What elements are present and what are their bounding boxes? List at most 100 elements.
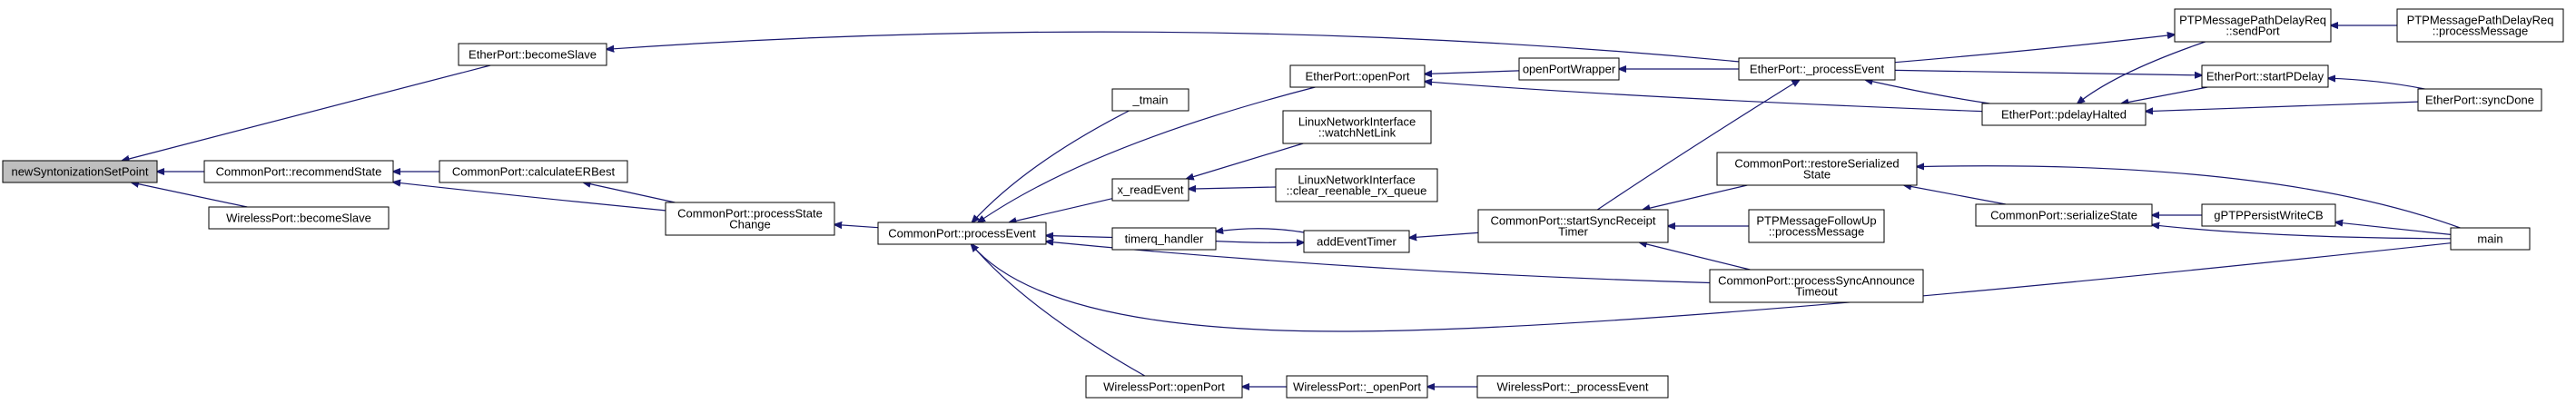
node-box[interactable] (2, 160, 158, 183)
node-PTPMessageFollowUp_processMessage[interactable]: PTPMessageFollowUp::processMessage (1748, 209, 1885, 243)
node-box[interactable] (665, 202, 835, 236)
node-LinuxNetworkInterface_clear_reenable_rx_queue[interactable]: LinuxNetworkInterface::clear_reenable_rx… (1275, 168, 1438, 202)
node-label: addEventTimer (1317, 235, 1397, 249)
node-label: CommonPort::recommendState (216, 165, 382, 179)
node-main[interactable]: main (2450, 227, 2531, 251)
node-box[interactable] (1709, 269, 1924, 303)
node-box[interactable] (1748, 209, 1885, 243)
node-box[interactable] (2201, 203, 2336, 227)
node-PTPMessagePathDelayReq_processMessage[interactable]: PTPMessagePathDelayReq::processMessage (2396, 8, 2564, 43)
node-box[interactable] (1111, 227, 1217, 251)
node-box[interactable] (1738, 57, 1896, 81)
node-box[interactable] (1286, 375, 1428, 399)
edge-addEventTimer-to-timerq_handler (1216, 229, 1305, 232)
node-EtherPort_startPDelay[interactable]: EtherPort::startPDelay (2201, 64, 2329, 88)
edge-EtherPort_pdelayHalted-to-EtherPort__processEvent (1865, 80, 1990, 104)
node-box[interactable] (208, 206, 390, 230)
node-label: PTPMessageFollowUp (1756, 214, 1876, 228)
node-box[interactable] (1518, 57, 1620, 81)
node-label: EtherPort::openPort (1306, 70, 1410, 84)
node-box[interactable] (1111, 88, 1189, 112)
node-box[interactable] (2417, 88, 2542, 112)
node-box[interactable] (458, 43, 607, 66)
node-box[interactable] (203, 160, 394, 183)
node-label: EtherPort::startPDelay (2206, 70, 2324, 84)
node-box[interactable] (1476, 375, 1669, 399)
node-label: CommonPort::calculateERBest (452, 165, 616, 179)
node-x_readEvent[interactable]: x_readEvent (1111, 178, 1189, 202)
node-label: PTPMessagePathDelayReq (2179, 14, 2326, 27)
node-WirelessPort_becomeSlave[interactable]: WirelessPort::becomeSlave (208, 206, 390, 230)
node-label: PTPMessagePathDelayReq (2407, 14, 2554, 27)
node-label: EtherPort::syncDone (2425, 94, 2534, 107)
node-label: CommonPort::restoreSerialized (1734, 157, 1899, 171)
node-_tmain[interactable]: _tmain (1111, 88, 1189, 112)
node-box[interactable] (1111, 178, 1189, 202)
edge-LinuxNetworkInterface_clear_reenable_rx_queue-to-x_readEvent (1189, 187, 1277, 189)
node-box[interactable] (877, 222, 1047, 245)
node-timerq_handler[interactable]: timerq_handler (1111, 227, 1217, 251)
node-WirelessPort__processEvent[interactable]: WirelessPort::_processEvent (1476, 375, 1669, 399)
node-EtherPort_openPort[interactable]: EtherPort::openPort (1289, 64, 1426, 88)
node-label: ::watchNetLink (1318, 126, 1397, 140)
node-box[interactable] (1975, 203, 2153, 227)
node-label: WirelessPort::becomeSlave (226, 212, 371, 225)
edge-timerq_handler-to-addEventTimer (1215, 241, 1304, 243)
node-box[interactable] (1981, 103, 2147, 126)
edge-CommonPort_processStateChange-to-CommonPort_calculateERBest (584, 182, 676, 203)
node-label: Timer (1558, 225, 1588, 239)
node-box[interactable] (1275, 168, 1438, 202)
node-label: ::clear_reenable_rx_queue (1287, 184, 1427, 198)
node-WirelessPort_openPort[interactable]: WirelessPort::openPort (1085, 375, 1243, 399)
node-LinuxNetworkInterface_watchNetLink[interactable]: LinuxNetworkInterface::watchNetLink (1282, 110, 1432, 144)
edge-WirelessPort_openPort-to-CommonPort_processEvent (972, 244, 1146, 377)
node-box[interactable] (2450, 227, 2531, 251)
edge-EtherPort__processEvent-to-PTPMessagePathDelayReq_sendPort (1894, 34, 2175, 64)
node-label: ::processMessage (2433, 25, 2529, 38)
node-box[interactable] (1477, 209, 1669, 243)
node-CommonPort_serializeState[interactable]: CommonPort::serializeState (1975, 203, 2153, 227)
node-EtherPort_pdelayHalted[interactable]: EtherPort::pdelayHalted (1981, 103, 2147, 126)
node-label: WirelessPort::_openPort (1293, 380, 1421, 394)
node-CommonPort_calculateERBest[interactable]: CommonPort::calculateERBest (439, 160, 628, 183)
node-box[interactable] (1716, 152, 1918, 186)
node-CommonPort_processEvent[interactable]: CommonPort::processEvent (877, 222, 1047, 245)
edge-CommonPort_processEvent-to-CommonPort_processStateChange (834, 224, 879, 227)
node-box[interactable] (2201, 64, 2329, 88)
edge-main-to-gPTPPersistWriteCB (2335, 222, 2452, 235)
node-newSyntonizationSetPoint[interactable]: newSyntonizationSetPoint (2, 160, 158, 183)
node-PTPMessagePathDelayReq_sendPort[interactable]: PTPMessagePathDelayReq::sendPort (2174, 8, 2332, 43)
node-EtherPort_becomeSlave[interactable]: EtherPort::becomeSlave (458, 43, 607, 66)
node-box[interactable] (2174, 8, 2332, 43)
edge-timerq_handler-to-CommonPort_processEvent (1046, 236, 1113, 238)
node-box[interactable] (2396, 8, 2564, 43)
edge-WirelessPort_becomeSlave-to-newSyntonizationSetPoint (132, 182, 248, 208)
node-box[interactable] (1282, 110, 1432, 144)
node-box[interactable] (1303, 230, 1410, 253)
node-label: timerq_handler (1125, 232, 1204, 246)
edge-CommonPort_restoreSerializedState-to-CommonPort_startSyncReceiptTimer (1643, 184, 1748, 210)
edge-EtherPort__processEvent-to-EtherPort_becomeSlave (607, 31, 1740, 63)
node-WirelessPort__openPort[interactable]: WirelessPort::_openPort (1286, 375, 1428, 399)
node-label: main (2477, 232, 2502, 246)
node-EtherPort_syncDone[interactable]: EtherPort::syncDone (2417, 88, 2542, 112)
edge-main-to-CommonPort_serializeState (2152, 225, 2452, 240)
node-box[interactable] (439, 160, 628, 183)
edge-EtherPort_syncDone-to-EtherPort_pdelayHalted (2146, 101, 2419, 112)
node-addEventTimer[interactable]: addEventTimer (1303, 230, 1410, 253)
node-box[interactable] (1289, 64, 1426, 88)
node-CommonPort_recommendState[interactable]: CommonPort::recommendState (203, 160, 394, 183)
edge-PTPMessagePathDelayReq_sendPort-to-EtherPort_pdelayHalted (2078, 41, 2206, 103)
node-label: EtherPort::pdelayHalted (2001, 108, 2127, 122)
node-gPTPPersistWriteCB[interactable]: gPTPPersistWriteCB (2201, 203, 2336, 227)
node-label: ::processMessage (1769, 225, 1865, 239)
node-label: x_readEvent (1118, 183, 1184, 197)
node-openPortWrapper[interactable]: openPortWrapper (1518, 57, 1620, 81)
node-label: LinuxNetworkInterface (1298, 173, 1415, 187)
node-box[interactable] (1085, 375, 1243, 399)
node-EtherPort__processEvent[interactable]: EtherPort::_processEvent (1738, 57, 1896, 81)
